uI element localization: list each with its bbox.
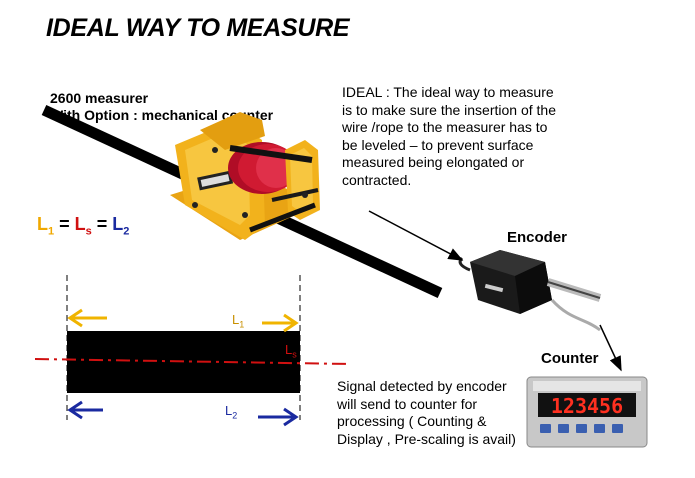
counter-label: Counter (541, 350, 599, 367)
measurer-machine-image (170, 112, 320, 240)
length-equation: L1 = Ls = L2 (37, 214, 129, 238)
equation-equals-2: = (91, 214, 113, 234)
encoder-image (458, 250, 602, 332)
arrow-to-counter (599, 324, 622, 372)
l2-arrow (67, 400, 299, 427)
l1-arrow (67, 308, 299, 333)
diagram-label-l1: L1 (232, 312, 245, 330)
measurer-label-line1: 2600 measurer (50, 90, 149, 106)
equation-ls: Ls (74, 214, 92, 238)
encoder-label: Encoder (507, 229, 568, 246)
measurer-label: 2600 measurer With Option : mechanical c… (50, 90, 273, 124)
equation-l1: L1 (37, 214, 55, 238)
arrow-to-encoder (368, 210, 464, 261)
equation-equals-1: = (54, 214, 75, 234)
diagram-label-ls: Ls (285, 342, 297, 360)
counter-display: 123456 (551, 394, 623, 418)
center-line (34, 358, 351, 365)
counter-image: 123456 (526, 376, 648, 448)
page-title: IDEAL WAY TO MEASURE (46, 14, 350, 42)
diagram-label-l2: L2 (225, 403, 238, 421)
equation-l2: L2 (112, 214, 130, 238)
measurer-label-line2: With Option : mechanical counter (50, 107, 274, 123)
signal-description: Signal detected by encoder will send to … (337, 378, 516, 447)
ideal-description: IDEAL : The ideal way to measure is to m… (342, 84, 556, 188)
